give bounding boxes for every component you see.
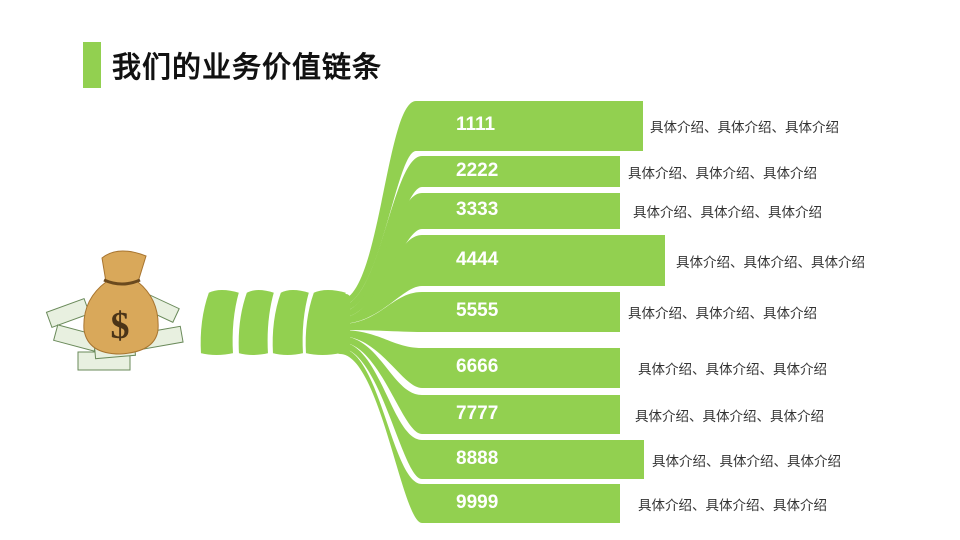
money-bag-icon: $ <box>45 250 184 371</box>
branch-label: 3333 <box>456 199 499 220</box>
title-accent-bar <box>83 42 101 88</box>
rope-segment <box>198 288 242 357</box>
branch-stem <box>340 193 432 318</box>
branch-bar <box>422 484 620 523</box>
branch-bar <box>422 156 620 187</box>
branch-bar <box>422 395 620 434</box>
branch-stem <box>340 292 432 332</box>
branch-stem <box>340 156 432 312</box>
branch-hub <box>336 294 350 354</box>
branch-label: 2222 <box>456 159 499 181</box>
branch-label: 5555 <box>456 300 499 321</box>
branch-description: 具体介绍、具体介绍、具体介绍 <box>638 362 827 378</box>
svg-text:$: $ <box>111 305 130 347</box>
branch-stem <box>340 330 432 388</box>
branch-description: 具体介绍、具体介绍、具体介绍 <box>650 120 839 136</box>
page-title: 我们的业务价值链条 <box>112 50 383 84</box>
branch-bar <box>422 348 620 388</box>
branch-stem <box>340 348 432 523</box>
branch-bars <box>416 101 665 523</box>
branch-description: 具体介绍、具体介绍、具体介绍 <box>638 497 827 514</box>
branch-stem <box>340 342 432 479</box>
branch-bar <box>416 101 643 151</box>
twisted-rope <box>198 288 349 357</box>
branch-label: 8888 <box>456 447 499 469</box>
branch-label: 4444 <box>456 248 499 270</box>
rope-segment <box>236 288 277 357</box>
branch-stem <box>340 101 426 306</box>
branch-description: 具体介绍、具体介绍、具体介绍 <box>676 254 865 271</box>
branch-label: 1111 <box>456 114 496 135</box>
branch-description: 具体介绍、具体介绍、具体介绍 <box>633 205 822 221</box>
branch-label: 9999 <box>456 491 499 513</box>
branch-label: 6666 <box>456 356 499 377</box>
branch-description: 具体介绍、具体介绍、具体介绍 <box>635 408 824 425</box>
branch-bar <box>422 193 620 229</box>
branch-stem <box>340 235 432 324</box>
branch-description: 具体介绍、具体介绍、具体介绍 <box>628 306 817 322</box>
branch-label: 7777 <box>456 402 499 424</box>
branch-bar <box>422 292 620 332</box>
branch-description: 具体介绍、具体介绍、具体介绍 <box>628 165 817 182</box>
branch-description: 具体介绍、具体介绍、具体介绍 <box>652 453 841 470</box>
branch-stem <box>340 336 432 434</box>
branch-bar <box>422 440 644 479</box>
branch-bar <box>422 235 665 286</box>
branch-stems <box>336 101 432 523</box>
